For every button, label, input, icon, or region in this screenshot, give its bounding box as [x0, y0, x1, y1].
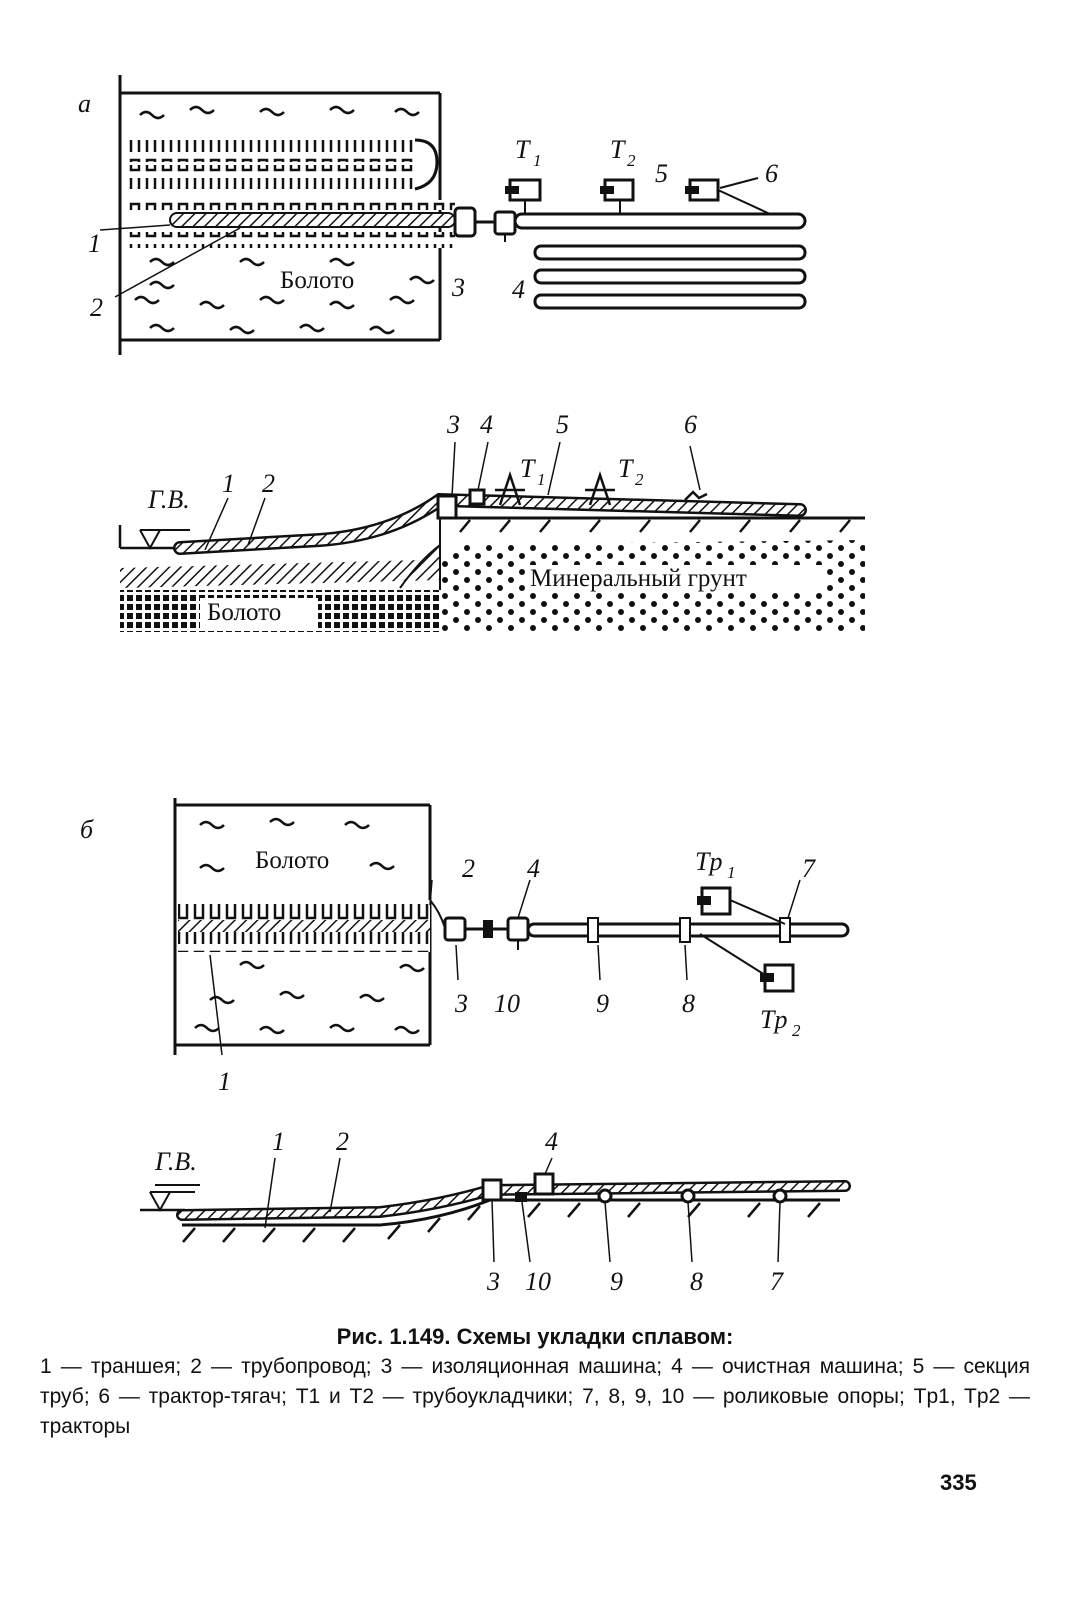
- label-10-b-prof: 10: [525, 1267, 551, 1296]
- label-1-b-prof: 1: [272, 1127, 285, 1156]
- swamp-label-a-plan: Болото: [280, 267, 354, 294]
- label-t2-a-plan: T: [610, 135, 626, 164]
- label-8-b-plan: 8: [682, 989, 695, 1018]
- label-2-a-prof: 2: [262, 469, 275, 498]
- label-6-a-plan: 6: [765, 159, 778, 188]
- label-7-b-plan: 7: [802, 854, 816, 883]
- label-4-a-plan: 4: [512, 275, 525, 304]
- swamp-label-a-prof: Болото: [207, 599, 281, 626]
- label-5-a-plan: 5: [655, 159, 668, 188]
- label-1-b-plan: 1: [218, 1067, 231, 1096]
- label-4-a-prof: 4: [480, 410, 493, 439]
- water-level-b: Г.В.: [154, 1147, 197, 1176]
- label-1-a-plan: 1: [88, 229, 101, 258]
- tractor-icon: [697, 886, 786, 925]
- page-number: 335: [940, 1470, 977, 1495]
- label-tp2-b-plan: Tp: [760, 1005, 787, 1034]
- tractor-icon: [699, 933, 795, 993]
- label-2-b-plan: 2: [462, 854, 475, 883]
- panel-b-profile: Г.В. 1: [140, 1127, 851, 1296]
- pipelayer-icon: [505, 178, 542, 214]
- panel-a-plan: a Болото: [78, 75, 807, 355]
- isolation-machine-a: [453, 206, 477, 238]
- water-level-a: Г.В.: [147, 485, 190, 514]
- tractor-icon: [685, 177, 771, 215]
- caption-title: Рис. 1.149. Схемы укладки сплавом:: [336, 1324, 734, 1349]
- ground-label-a-prof: Минеральный грунт: [530, 565, 747, 592]
- label-6-a-prof: 6: [684, 410, 697, 439]
- label-tp1-sub-b-plan: 1: [727, 863, 736, 882]
- label-2-b-prof: 2: [336, 1127, 349, 1156]
- swamp-waves-b: [194, 817, 425, 1035]
- label-t2-sub-a-prof: 2: [635, 470, 644, 489]
- label-t1-sub-a-prof: 1: [537, 470, 546, 489]
- label-9-b-plan: 9: [596, 989, 609, 1018]
- caption-legend: 1 — траншея; 2 — трубопровод; 3 — изоляц…: [40, 1355, 1030, 1438]
- swamp-waves-a: [134, 105, 435, 335]
- panel-b-plan: б Болото: [80, 798, 850, 1096]
- label-4-b-plan: 4: [527, 854, 540, 883]
- label-7-b-prof: 7: [770, 1267, 784, 1296]
- pipelayer-icon: [600, 178, 635, 214]
- label-t1-a-prof: T: [520, 454, 536, 483]
- label-3-b-prof: 3: [486, 1267, 500, 1296]
- swamp-label-b-plan: Болото: [255, 847, 329, 874]
- label-4-b-prof: 4: [545, 1127, 558, 1156]
- label-9-b-prof: 9: [610, 1267, 623, 1296]
- label-2-a-plan: 2: [90, 293, 103, 322]
- pipe-section-a: [513, 212, 807, 230]
- cleaning-machine-a: [493, 210, 517, 236]
- panel-b-letter: б: [80, 815, 94, 844]
- label-t1-sub-a-plan: 1: [533, 151, 542, 170]
- label-3-a-prof: 3: [446, 410, 460, 439]
- label-8-b-prof: 8: [690, 1267, 703, 1296]
- panel-a-letter: a: [78, 89, 91, 118]
- label-3-a-plan: 3: [451, 273, 465, 302]
- label-t2-a-prof: T: [618, 454, 634, 483]
- label-t2-sub-a-plan: 2: [627, 151, 636, 170]
- panel-a-profile: Г.В. 1 2 3 4 5 6 T 1 T 2 Болото Минераль…: [118, 410, 865, 632]
- label-tp2-sub-b-plan: 2: [792, 1021, 801, 1040]
- label-1-a-prof: 1: [222, 469, 235, 498]
- figure-caption: Рис. 1.149. Схемы укладки сплавом: 1 — т…: [40, 1322, 1030, 1442]
- label-t1-a-plan: T: [515, 135, 531, 164]
- label-5-a-prof: 5: [556, 410, 569, 439]
- label-3-b-plan: 3: [454, 989, 468, 1018]
- label-tp1-b-plan: Tp: [695, 847, 722, 876]
- label-10-b-plan: 10: [494, 989, 520, 1018]
